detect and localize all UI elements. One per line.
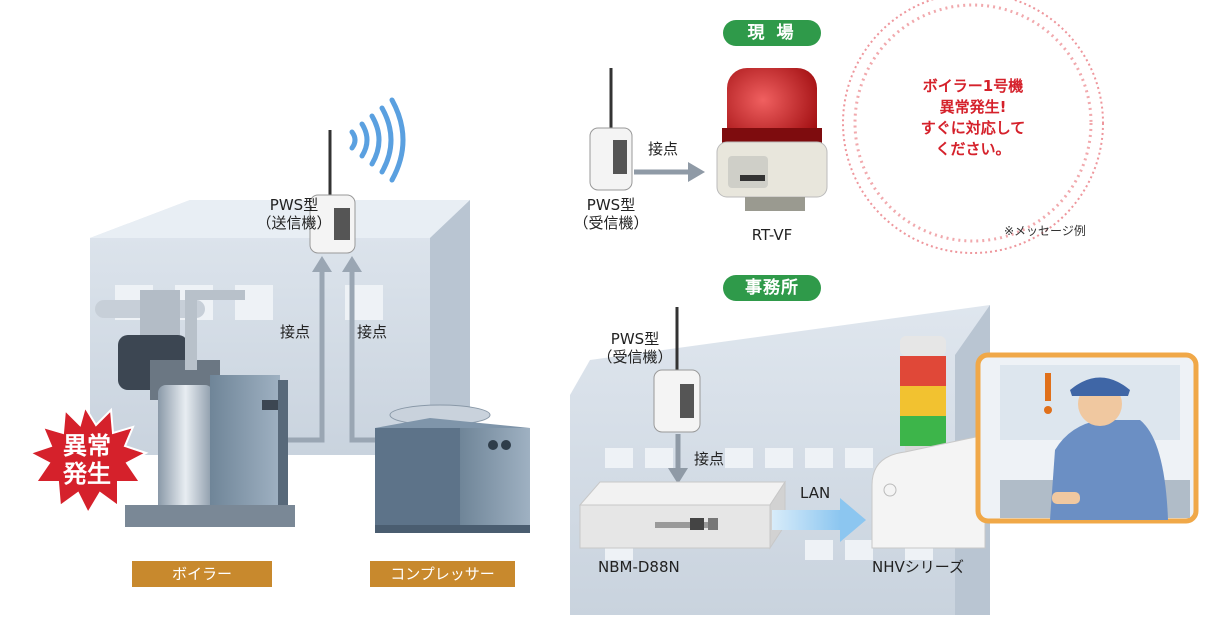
site-contact-label: 接点 <box>648 140 679 158</box>
compressor-illustration <box>375 404 530 533</box>
site-receiver-label-line2: （受信機） <box>573 214 649 232</box>
alarm-burst-shape <box>27 404 149 516</box>
nbm-d88n-label: NBM-D88N <box>598 558 680 576</box>
lan-arrow-head <box>840 498 866 542</box>
lan-label: LAN <box>800 484 831 502</box>
nhv-device <box>871 336 986 549</box>
office-receiver-label-line2: （受信機） <box>597 348 673 366</box>
site-receiver-label: PWS型 （受信機） <box>561 196 661 232</box>
pws-receiver-site <box>589 68 633 191</box>
site-receiver-label-line1: PWS型 <box>586 196 636 214</box>
operator-panel <box>975 352 1199 524</box>
boiler-illustration <box>95 290 295 527</box>
compressor-name-bar: コンプレッサー <box>370 561 515 587</box>
contact-label-1: 接点 <box>280 323 311 341</box>
message-line-3: すぐに対応して <box>920 119 1026 137</box>
message-line-2: 異常発生! <box>939 98 1007 116</box>
alarm-badge-text: 異常 発生 <box>47 432 127 488</box>
message-line-1: ボイラー1号機 <box>922 77 1024 95</box>
contact-arrowhead-office <box>668 468 688 484</box>
nhv-series-label: NHVシリーズ <box>872 558 965 576</box>
contact-arrowhead-site <box>688 162 705 182</box>
pws-receiver-office <box>653 307 701 433</box>
office-section-title: 事務所 <box>723 275 821 301</box>
rt-vf-device <box>716 68 828 211</box>
boiler-name-bar: ボイラー <box>132 561 272 587</box>
transmitter-label-line1: PWS型 <box>269 196 319 214</box>
transmitter-label: PWS型 （送信機） <box>244 196 344 232</box>
transmitter-label-line2: （送信機） <box>256 214 332 232</box>
office-receiver-label: PWS型 （受信機） <box>585 330 685 366</box>
rt-vf-label: RT-VF <box>751 226 793 244</box>
office-receiver-label-line1: PWS型 <box>610 330 660 348</box>
message-text: ボイラー1号機 異常発生! すぐに対応して ください。 <box>895 76 1051 160</box>
office-contact-label: 接点 <box>694 450 725 468</box>
site-section-title: 現 場 <box>723 20 821 46</box>
message-burst <box>842 0 1104 254</box>
pws-transmitter <box>309 130 356 254</box>
alarm-badge-line2: 発生 <box>63 460 111 488</box>
lan-arrow-body <box>772 510 840 530</box>
contact-arrow-head-2 <box>342 256 362 272</box>
message-example-note: ※メッセージ例 <box>1004 224 1086 238</box>
alarm-badge-line1: 異常 <box>63 432 111 460</box>
contact-arrow-head-1 <box>312 256 332 272</box>
message-line-4: ください。 <box>935 140 1011 158</box>
wireless-wave-icon <box>349 97 406 183</box>
nbm-d88n-device <box>578 480 786 550</box>
contact-label-2: 接点 <box>357 323 388 341</box>
